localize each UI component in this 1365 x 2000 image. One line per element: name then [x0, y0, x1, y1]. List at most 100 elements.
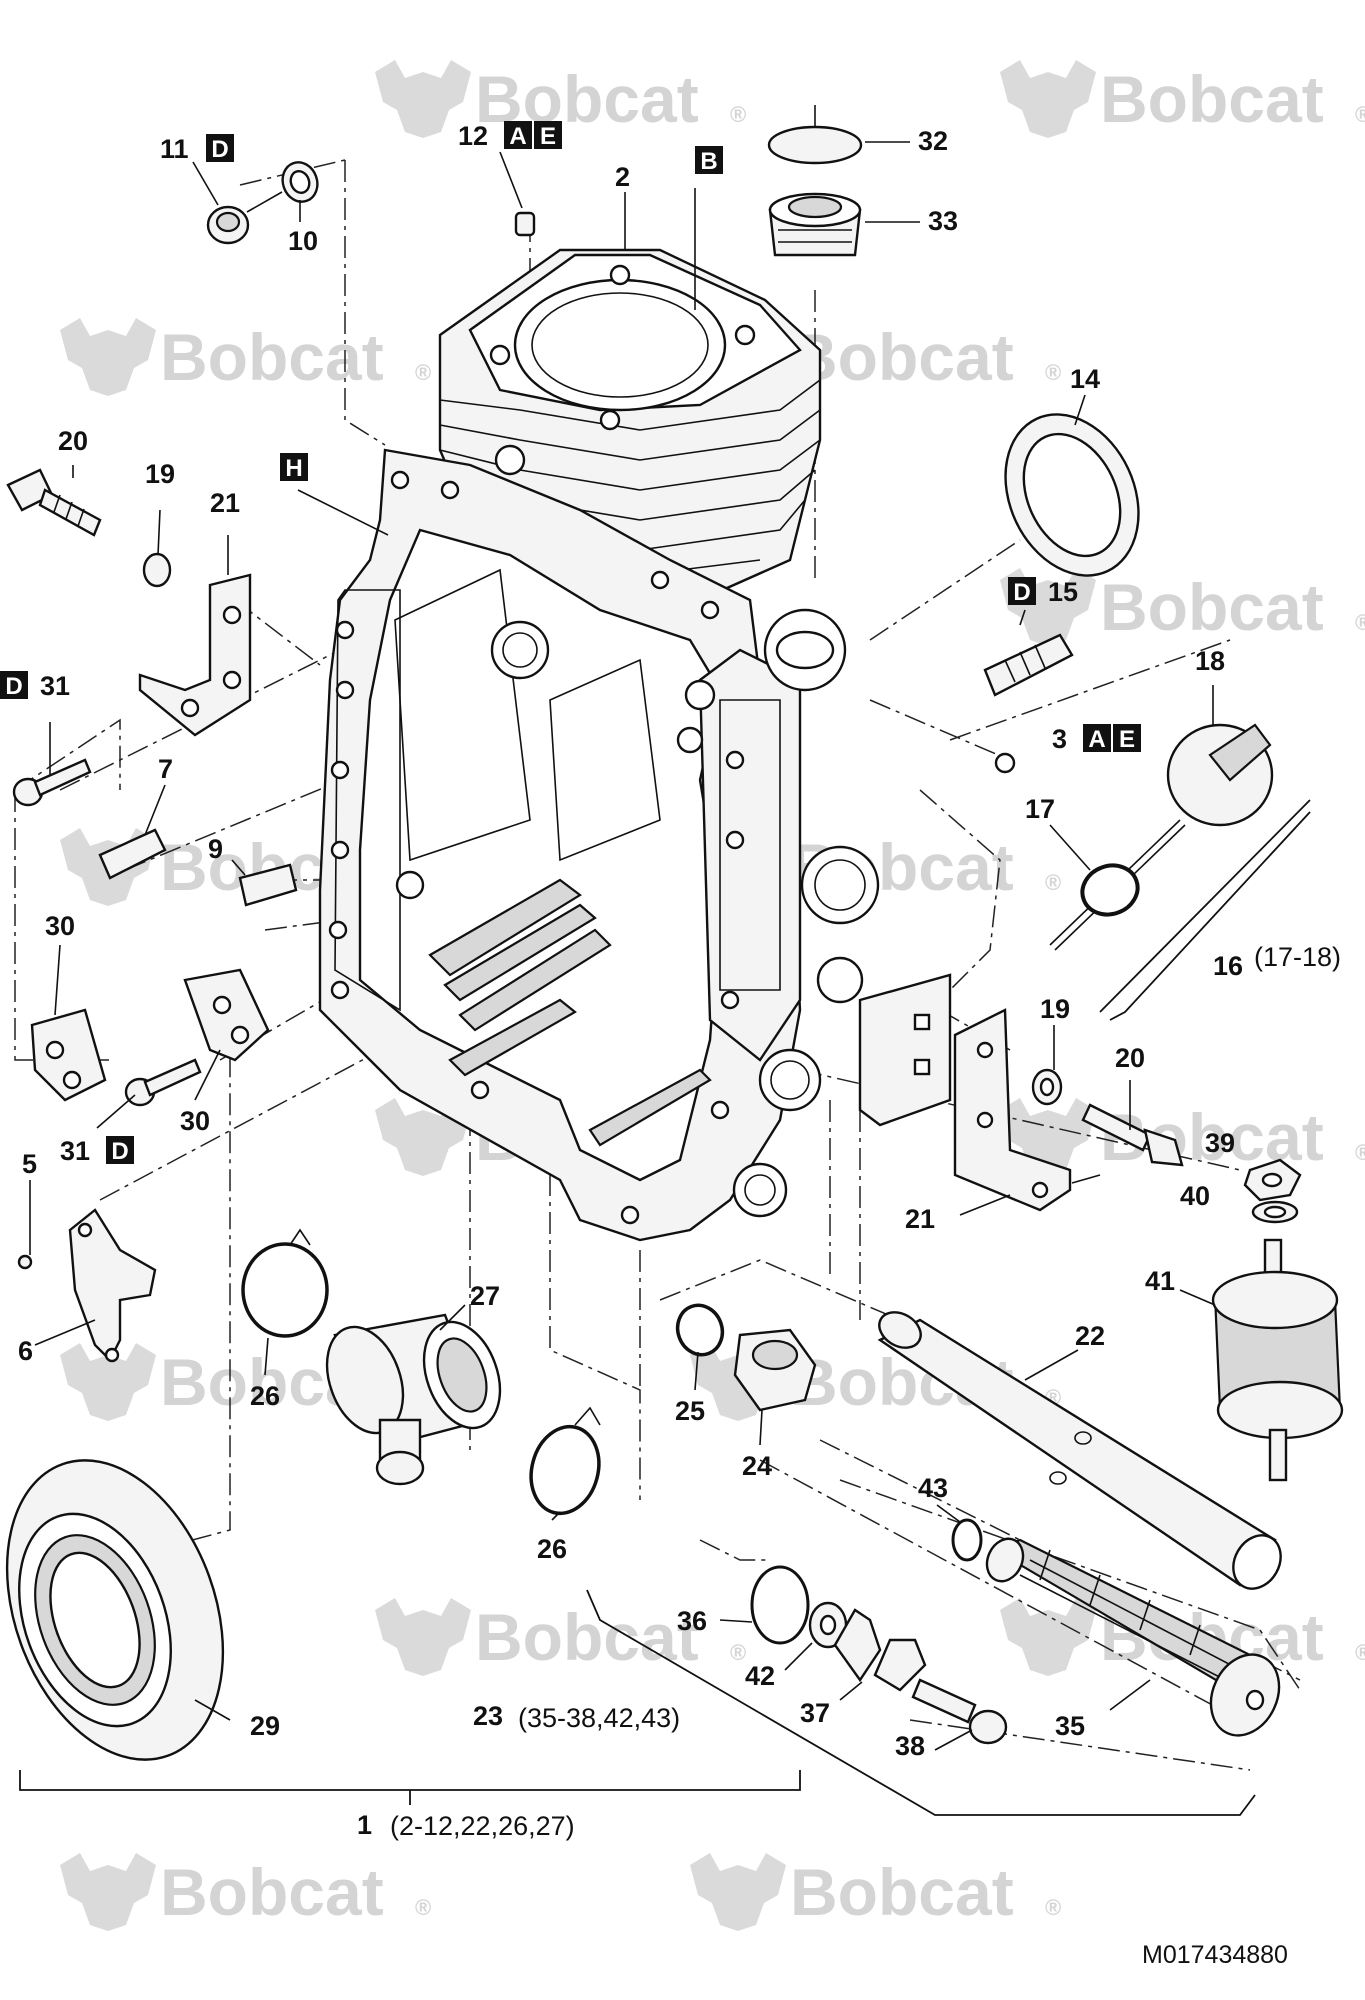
- part-31-bolt-upper: [12, 758, 92, 807]
- callout-badge-A: [504, 121, 532, 149]
- part-6-bracket: [68, 1208, 157, 1363]
- watermark-text: Bobcat: [160, 320, 384, 394]
- callout-badge-letter: D: [1013, 579, 1030, 606]
- part-21-bracket-upper: [138, 573, 252, 737]
- kit-label-23: 23 (35-38,42,43): [473, 1701, 680, 1733]
- callout-cB: B: [695, 146, 723, 175]
- part-10-seal-ring: [281, 161, 319, 203]
- callout-number: 3: [1052, 724, 1067, 754]
- bobcat-watermark: Bobcat®: [1000, 1098, 1365, 1176]
- callout-number: 42: [745, 1661, 775, 1691]
- callout-c30b: 30: [180, 1106, 210, 1136]
- kit-23-range: (35-38,42,43): [518, 1703, 680, 1733]
- callout-c30a: 30: [45, 911, 75, 941]
- bobcat-logo-icon: [1000, 60, 1096, 138]
- callout-number: 24: [742, 1451, 772, 1481]
- callout-c22: 22: [1075, 1321, 1105, 1351]
- callout-badge-E: [534, 121, 562, 149]
- callout-c32: 32: [918, 126, 948, 156]
- leader-lines: [29, 141, 1216, 1751]
- part-7-pin: [98, 828, 167, 880]
- part-19-washer-lower: [1031, 1068, 1063, 1106]
- callout-number: 21: [210, 488, 240, 518]
- callout-number: 39: [1205, 1128, 1235, 1158]
- callout-badge-letter: E: [1119, 726, 1135, 753]
- part-11-plug: [206, 205, 250, 245]
- watermark-registered-mark: ®: [1355, 102, 1365, 127]
- callout-c40: 40: [1180, 1181, 1210, 1211]
- kit-brackets: [19, 799, 1311, 1816]
- callout-badge-B: [695, 146, 723, 174]
- callout-number: 26: [250, 1381, 280, 1411]
- callout-badge-letter: B: [700, 148, 717, 175]
- callout-badge-letter: A: [509, 123, 526, 150]
- callout-number: 30: [45, 911, 75, 941]
- part-24-drain-plug: [733, 1328, 817, 1412]
- callout-c25: 25: [675, 1396, 705, 1426]
- callout-c36: 36: [677, 1606, 707, 1636]
- callout-number: 12: [458, 121, 488, 151]
- callout-badge-D: [106, 1136, 134, 1164]
- callout-badge-letter: D: [111, 1138, 128, 1165]
- callout-c6: 6: [18, 1336, 33, 1366]
- bobcat-logo-icon: [375, 60, 471, 138]
- callout-number: 37: [800, 1698, 830, 1728]
- part-31-bolt-lower: [124, 1058, 202, 1107]
- callout-number: 5: [22, 1149, 37, 1179]
- callout-number: 10: [288, 226, 318, 256]
- part-41-rubber-mount: [1211, 1238, 1344, 1482]
- callout-c37: 37: [800, 1698, 830, 1728]
- bobcat-logo-icon: [375, 1598, 471, 1676]
- bobcat-watermark: Bobcat ®: [60, 318, 431, 396]
- callout-number: 19: [1040, 994, 1070, 1024]
- callout-number: 33: [928, 206, 958, 236]
- callout-cH: H: [280, 453, 308, 482]
- part-17-o-ring: [1080, 863, 1140, 917]
- callout-c43: 43: [918, 1473, 948, 1503]
- part-38-bolt: [911, 1678, 1008, 1745]
- watermark-registered-mark: ®: [415, 1895, 431, 1920]
- watermark-text: Bobcat: [790, 1855, 1014, 1929]
- kit-1-range: (2-12,22,26,27): [390, 1811, 575, 1841]
- watermark-registered-mark: ®: [1355, 610, 1365, 635]
- watermark-text: Bobcat: [790, 320, 1014, 394]
- callout-c20a: 20: [58, 426, 88, 456]
- bobcat-watermark: Bobcat®: [690, 1853, 1061, 1931]
- callout-badge-letter: E: [540, 123, 556, 150]
- callout-c21b: 21: [905, 1204, 935, 1234]
- callout-number: 29: [250, 1711, 280, 1741]
- callout-number: 31: [40, 671, 70, 701]
- callout-badge-A: [1083, 724, 1111, 752]
- callout-c29: 29: [250, 1711, 280, 1741]
- callout-c5: 5: [22, 1149, 37, 1179]
- watermark-text: Bobcat: [1100, 570, 1324, 644]
- callout-c17: 17: [1025, 794, 1055, 824]
- kit-16-range: (17-18): [1254, 942, 1341, 972]
- part-37-clamp: [833, 1608, 927, 1692]
- bobcat-logo-icon: [60, 1853, 156, 1931]
- callout-number: 9: [208, 834, 223, 864]
- callout-c21a: 21: [210, 488, 240, 518]
- part-15-stud: [983, 633, 1074, 697]
- callout-c2: 2: [615, 162, 630, 192]
- bobcat-watermark: Bobcat®: [1000, 60, 1365, 138]
- callout-number: 35: [1055, 1711, 1085, 1741]
- callout-badge-letter: H: [285, 455, 302, 482]
- kit-label-1: 1 (2-12,22,26,27): [357, 1810, 575, 1841]
- watermark-registered-mark: ®: [730, 102, 746, 127]
- callout-badge-letter: A: [1088, 726, 1105, 753]
- bobcat-watermark: Bobcat ®: [60, 1853, 431, 1931]
- callout-c26a: 26: [250, 1381, 280, 1411]
- callout-c19a: 19: [145, 459, 175, 489]
- bobcat-logo-icon: [1000, 1098, 1096, 1176]
- watermark-text: Bobcat: [160, 1855, 384, 1929]
- bobcat-logo-icon: [1000, 1598, 1096, 1676]
- watermark-registered-mark: ®: [415, 360, 431, 385]
- watermark-registered-mark: ®: [1355, 1140, 1365, 1165]
- bobcat-watermark: Bobcat®: [375, 1598, 746, 1676]
